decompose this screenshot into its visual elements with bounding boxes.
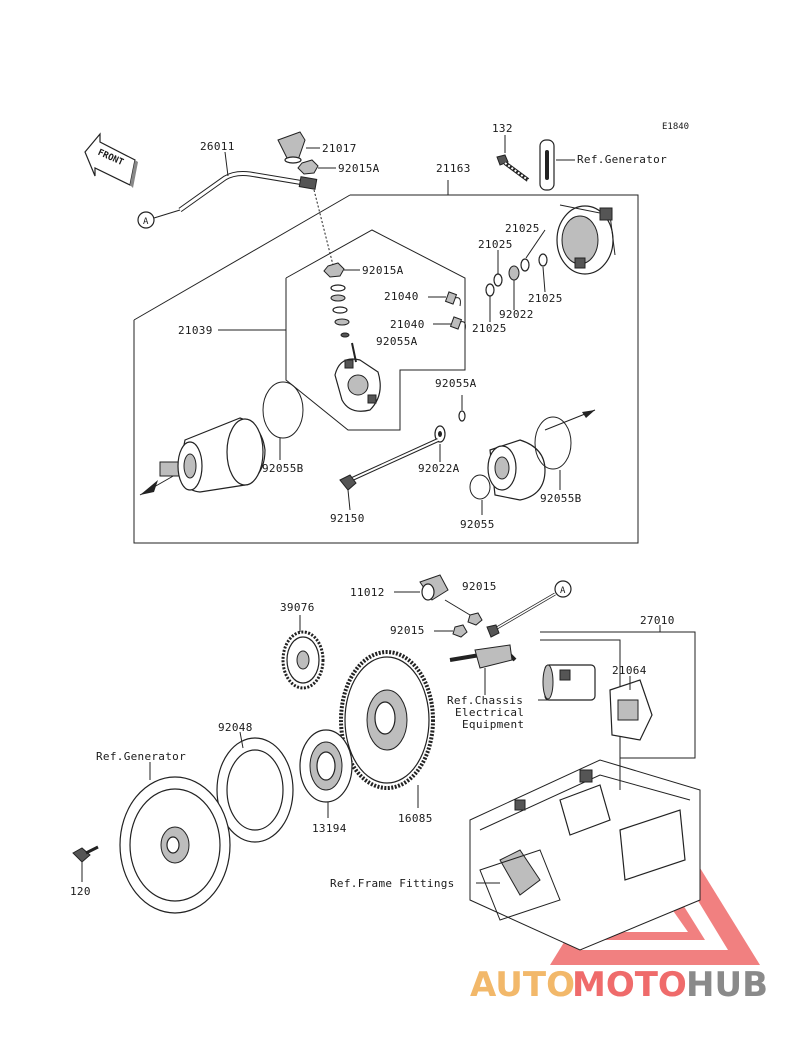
o-ring-right-icon — [534, 416, 572, 470]
label-21025-c: 21025 — [528, 292, 563, 305]
label-92055: 92055 — [460, 518, 495, 531]
label-13194: 13194 — [312, 822, 347, 835]
svg-text:HUB: HUB — [686, 965, 768, 1005]
label-21163: 21163 — [436, 162, 471, 175]
starter-relay — [542, 664, 653, 741]
label-21064: 21064 — [612, 664, 647, 677]
small-o-ring-icon — [458, 410, 466, 422]
label-92150: 92150 — [330, 512, 365, 525]
svg-text:A: A — [560, 586, 566, 596]
through-bolt — [339, 438, 439, 491]
generator-rotor — [119, 776, 231, 914]
label-92015A-top: 92015A — [338, 162, 380, 175]
front-arrow-icon: FRONT — [84, 132, 138, 188]
generator-bracket — [539, 139, 555, 191]
relay-cable — [449, 644, 517, 669]
bolt-132 — [496, 154, 530, 182]
frame-fittings — [469, 758, 701, 951]
label-21040-a: 21040 — [384, 290, 419, 303]
label-21040-b: 21040 — [390, 318, 425, 331]
terminal-boot — [277, 131, 306, 164]
label-92055A-b: 92055A — [435, 377, 477, 390]
washer-92022A — [434, 425, 446, 443]
label-92022A: 92022A — [418, 462, 460, 475]
starter-cable — [178, 171, 318, 213]
front-cover — [487, 409, 596, 501]
end-cover — [556, 204, 616, 275]
o-ring-92055-icon — [469, 474, 491, 500]
relay-boot — [419, 574, 449, 601]
label-ref-generator-top: Ref.Generator — [577, 153, 667, 166]
terminal-stack — [323, 262, 350, 338]
label-ref-chassis-2: Electrical — [455, 706, 524, 719]
label-21025-a: 21025 — [505, 222, 540, 235]
one-way-clutch — [299, 729, 353, 803]
label-21039: 21039 — [178, 324, 213, 337]
nut-b-icon — [452, 624, 468, 638]
bolt-120 — [72, 845, 99, 863]
label-21025-d: 21025 — [472, 322, 507, 335]
nut-a-icon — [467, 612, 483, 626]
label-92022: 92022 — [499, 308, 534, 321]
label-92055B-b: 92055B — [540, 492, 582, 505]
label-92055A-a: 92055A — [376, 335, 418, 348]
brush-holder-plate — [334, 342, 381, 412]
label-21025-b: 21025 — [478, 238, 513, 251]
label-92015-b: 92015 — [390, 624, 425, 637]
label-132: 132 — [492, 122, 513, 135]
svg-text:A: A — [143, 217, 149, 227]
label-27010: 27010 — [640, 614, 675, 627]
label-ref-generator-bottom: Ref.Generator — [96, 750, 186, 763]
svg-text:AUTO: AUTO — [470, 965, 575, 1005]
label-ref-frame: Ref.Frame Fittings — [330, 877, 455, 890]
nut-top-icon — [297, 159, 319, 175]
connector-a-bottom: A — [486, 580, 572, 638]
idle-gear — [281, 630, 325, 690]
connector-a-top: A — [137, 209, 181, 229]
label-21017: 21017 — [322, 142, 357, 155]
label-92015-a: 92015 — [462, 580, 497, 593]
label-92015A-mid: 92015A — [362, 264, 404, 277]
o-ring-left-icon — [262, 381, 304, 439]
gasket-92048 — [216, 737, 294, 843]
label-26011: 26011 — [200, 140, 235, 153]
label-11012: 11012 — [350, 586, 385, 599]
svg-text:MOTO: MOTO — [572, 965, 687, 1005]
washers — [485, 253, 548, 297]
label-16085: 16085 — [398, 812, 433, 825]
label-120: 120 — [70, 885, 91, 898]
label-ref-chassis-1: Ref.Chassis — [447, 694, 523, 707]
brush-holder-box — [285, 229, 466, 431]
starter-motor-box — [133, 180, 639, 544]
label-92055B-a: 92055B — [262, 462, 304, 475]
label-ref-chassis-3: Equipment — [462, 718, 524, 731]
label-39076: 39076 — [280, 601, 315, 614]
brushes — [444, 291, 466, 331]
starter-motor-body — [139, 417, 266, 496]
starter-gear — [339, 650, 435, 790]
relay-box — [540, 631, 696, 759]
watermark-text: AUTO MOTO HUB — [470, 965, 768, 1005]
diagram-code: E1840 — [662, 122, 689, 132]
label-92048: 92048 — [218, 721, 253, 734]
